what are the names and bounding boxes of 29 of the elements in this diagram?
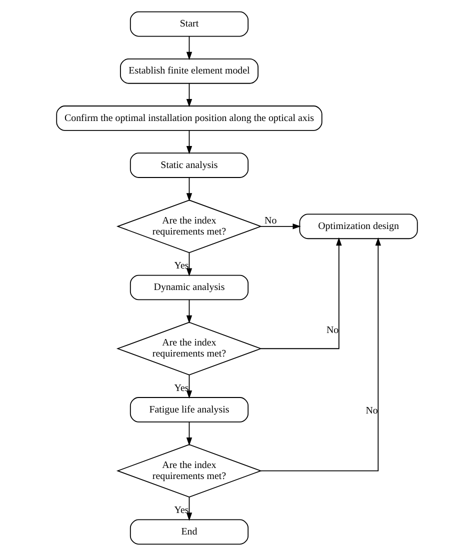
- node-box: Start: [130, 11, 249, 37]
- arrow: [186, 496, 192, 521]
- arrow: [186, 252, 192, 276]
- edge-label: Yes: [174, 260, 189, 272]
- node-box: Establish finite element model: [120, 58, 258, 84]
- node-box: Optimization design: [299, 214, 418, 240]
- arrow: [186, 36, 192, 60]
- arrow: [186, 422, 192, 446]
- arrow: [260, 237, 381, 472]
- arrow: [186, 299, 192, 324]
- edge-label: Yes: [174, 505, 189, 516]
- node-box: Dynamic analysis: [130, 274, 249, 300]
- node-diamond: Are the index requirements met?: [116, 200, 262, 254]
- arrow: [186, 83, 192, 108]
- node-diamond: Are the index requirements met?: [116, 444, 262, 498]
- arrow: [186, 177, 192, 202]
- node-box: Fatigue life analysis: [130, 397, 249, 422]
- node-box: End: [130, 519, 249, 545]
- arrow: [260, 224, 301, 230]
- node-box: Confirm the optimal installation position along the optical axis: [56, 106, 322, 131]
- edge-label: No: [326, 324, 339, 336]
- edge-label: No: [264, 216, 277, 226]
- edge-label: Yes: [174, 382, 189, 394]
- arrow: [186, 130, 192, 154]
- arrow: [260, 237, 342, 350]
- node-box: Static analysis: [130, 152, 249, 178]
- node-diamond: Are the index requirements met?: [116, 322, 262, 376]
- arrow: [186, 374, 192, 399]
- edge-label: No: [366, 406, 378, 417]
